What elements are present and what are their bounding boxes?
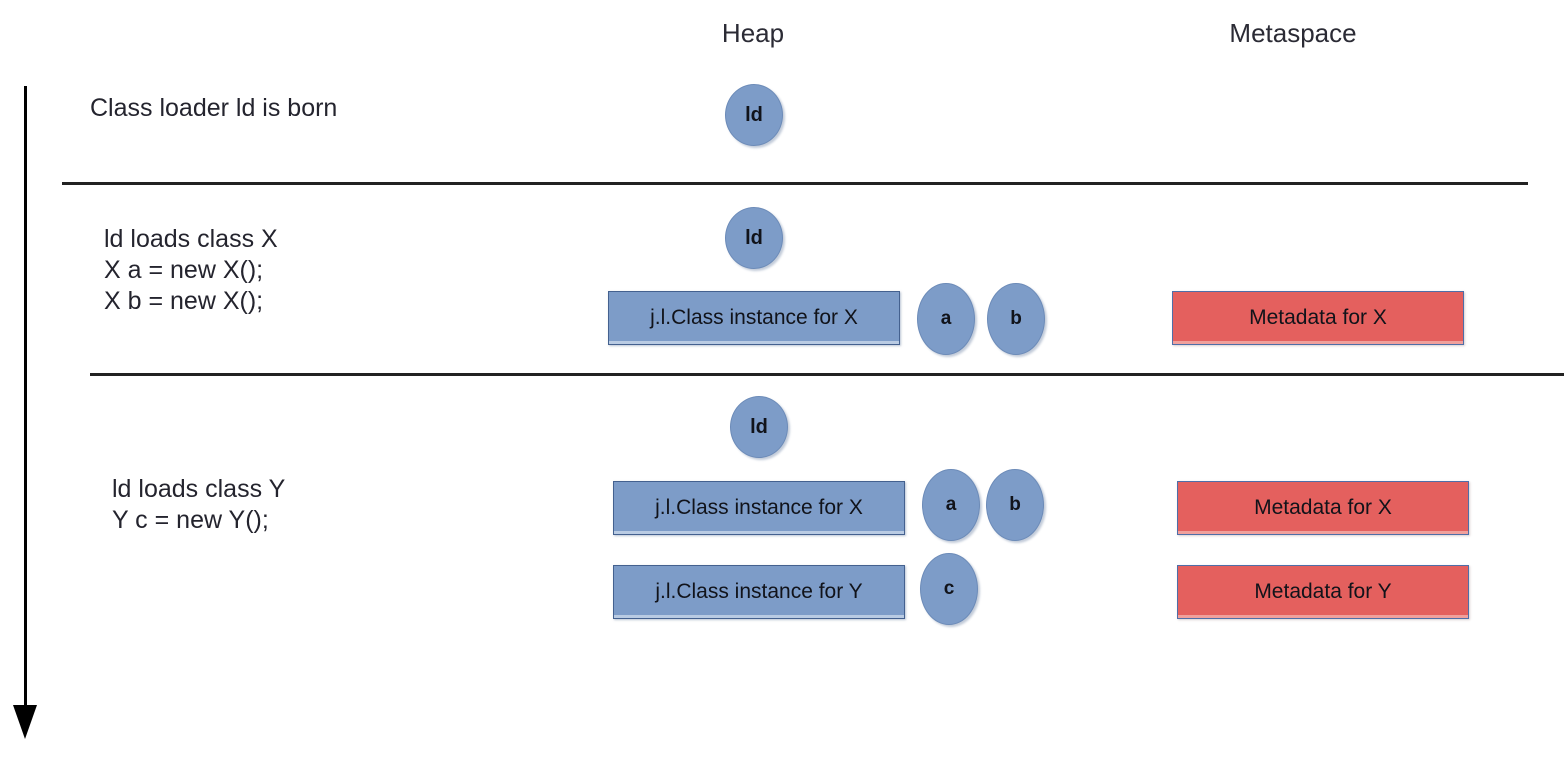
column-header-metaspace-label: Metaspace <box>1229 18 1357 48</box>
metaspace-metadata-x: Metadata for X <box>1172 291 1464 345</box>
column-header-heap-label: Heap <box>721 18 785 48</box>
stage-divider <box>90 373 1564 376</box>
heap-object-instance-a: a <box>922 469 980 541</box>
heap-object-instance-c: c <box>920 553 978 625</box>
heap-class-instance-x: j.l.Class instance for X <box>608 291 900 345</box>
heap-class-instance-y: j.l.Class instance for Y <box>613 565 905 619</box>
heap-class-instance-x: j.l.Class instance for X <box>613 481 905 535</box>
heap-object-instance-b: b <box>986 469 1044 541</box>
heap-object-classloader: ld <box>730 396 788 458</box>
heap-object-classloader: ld <box>725 207 783 269</box>
time-arrow-shaft <box>24 86 27 711</box>
column-header-heap: Heap <box>653 18 853 49</box>
heap-object-instance-b: b <box>987 283 1045 355</box>
heap-object-instance-a: a <box>917 283 975 355</box>
stage-caption-1: Class loader ld is born <box>90 94 338 122</box>
metaspace-metadata-y: Metadata for Y <box>1177 565 1469 619</box>
stage-divider <box>62 182 1528 185</box>
heap-object-classloader: ld <box>725 84 783 146</box>
metaspace-metadata-x: Metadata for X <box>1177 481 1469 535</box>
time-arrow-head-icon <box>13 705 37 739</box>
stage-caption-3: ld loads class Y Y c = new Y(); <box>112 475 286 534</box>
stage-caption-2: ld loads class X X a = new X(); X b = ne… <box>104 225 278 315</box>
column-header-metaspace: Metaspace <box>1193 18 1393 49</box>
